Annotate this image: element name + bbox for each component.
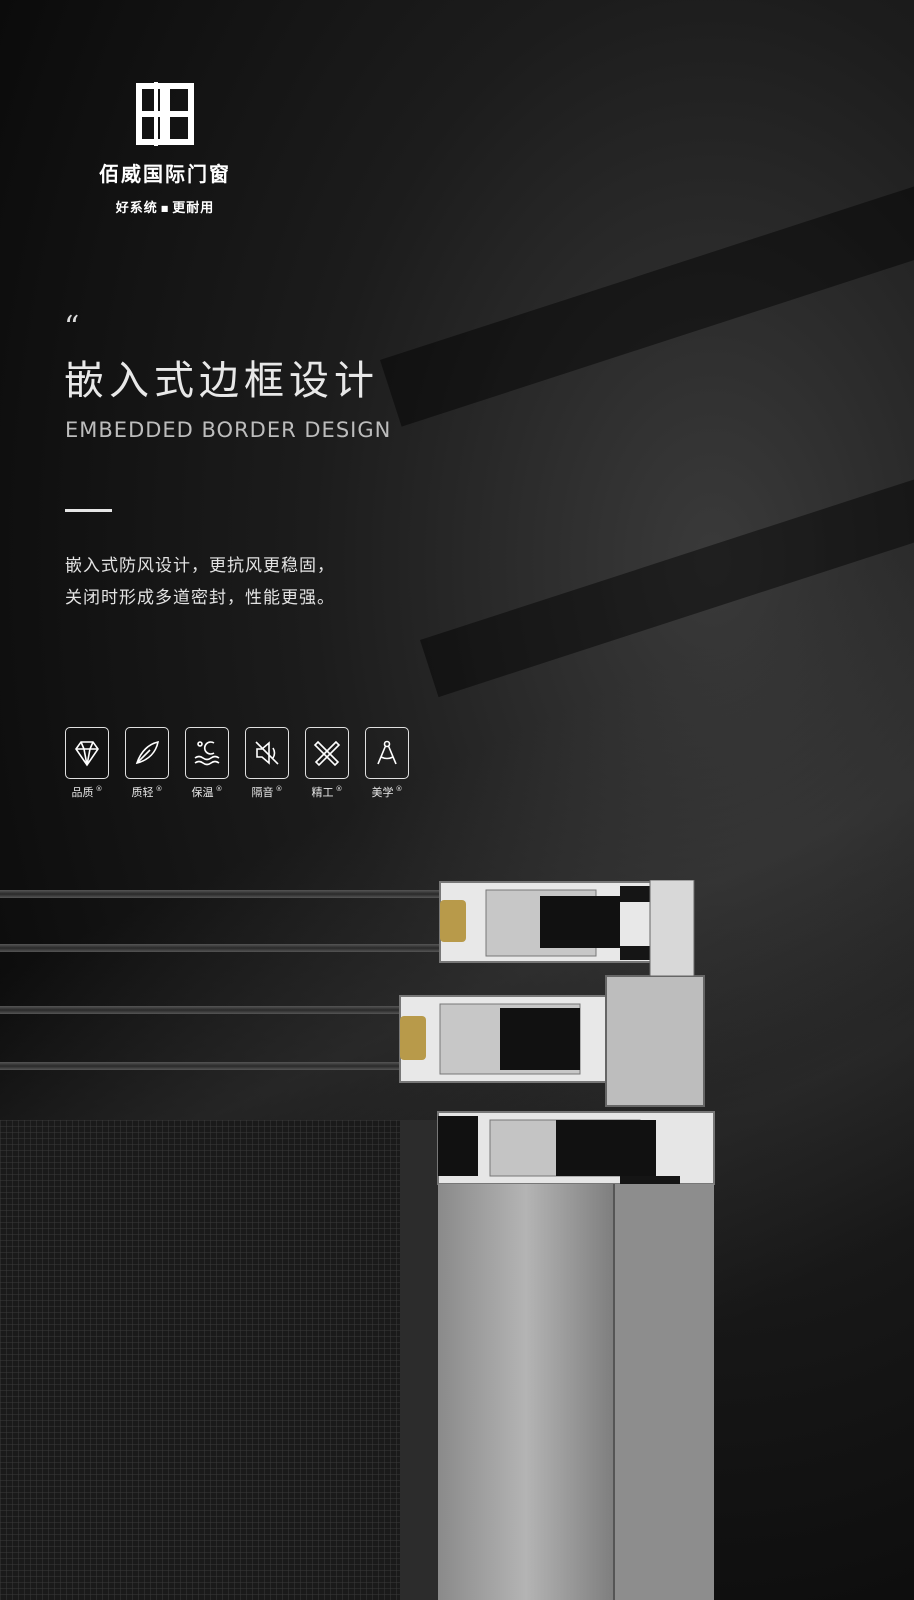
insect-screen [0, 1120, 440, 1600]
feature-icon-box [365, 727, 409, 779]
glass-pane [0, 1062, 408, 1070]
feature-label: 美学® [371, 785, 403, 799]
glass-pane [0, 944, 448, 952]
feature-icon-box [125, 727, 169, 779]
slogan-separator: ■ [160, 204, 170, 213]
description-line: 关闭时形成多道密封，性能更强。 [65, 588, 335, 608]
feature-item: 美学® [365, 727, 409, 800]
feature-icon-box [245, 727, 289, 779]
feature-label: 质轻® [131, 785, 163, 799]
feature-item: 隔音® [245, 727, 289, 800]
feature-item: 质轻® [125, 727, 169, 800]
frame-leg [614, 1184, 714, 1600]
slogan-left: 好系统 [115, 201, 158, 216]
feature-label: 保温® [191, 785, 223, 799]
feature-label: 品质® [71, 785, 103, 799]
outer-frame [605, 975, 705, 1107]
feature-label: 精工® [311, 785, 343, 799]
feature-list: 品质® 质轻® 保温® 隔音® 精工® [65, 727, 409, 800]
brand-logo: 佰威国际门窗 好系统■更耐用 [90, 78, 240, 216]
glass-pane [0, 890, 448, 898]
tools-icon [313, 740, 341, 767]
window-profile-image [0, 880, 715, 1600]
brand-name: 佰威国际门窗 [99, 162, 231, 186]
quote-mark: “ [64, 310, 80, 345]
page-subtitle: EMBEDDED BORDER DESIGN [65, 418, 392, 442]
glass-pane [0, 1006, 408, 1014]
slogan-right: 更耐用 [172, 201, 215, 216]
feather-icon [135, 740, 160, 765]
description-line: 嵌入式防风设计，更抗风更稳固， [65, 556, 335, 576]
feature-item: 品质® [65, 727, 109, 800]
thermometer-wave-icon [194, 741, 220, 766]
frame-leg [438, 1184, 614, 1600]
feature-icon-box [65, 727, 109, 779]
gasket [400, 1016, 426, 1060]
description: 嵌入式防风设计，更抗风更稳固， 关闭时形成多道密封，性能更强。 [65, 550, 335, 614]
diamond-icon [75, 741, 99, 767]
brand-slogan: 好系统■更耐用 [90, 197, 240, 216]
feature-label: 隔音® [251, 785, 283, 799]
feature-icon-box [185, 727, 229, 779]
compass-icon [377, 740, 397, 765]
mute-speaker-icon [255, 741, 279, 765]
feature-icon-box [305, 727, 349, 779]
divider [65, 509, 112, 512]
page-title: 嵌入式边框设计 [64, 358, 379, 404]
logo-mark-icon [136, 82, 194, 146]
feature-item: 保温® [185, 727, 229, 800]
gasket [440, 900, 466, 942]
feature-item: 精工® [305, 727, 349, 800]
